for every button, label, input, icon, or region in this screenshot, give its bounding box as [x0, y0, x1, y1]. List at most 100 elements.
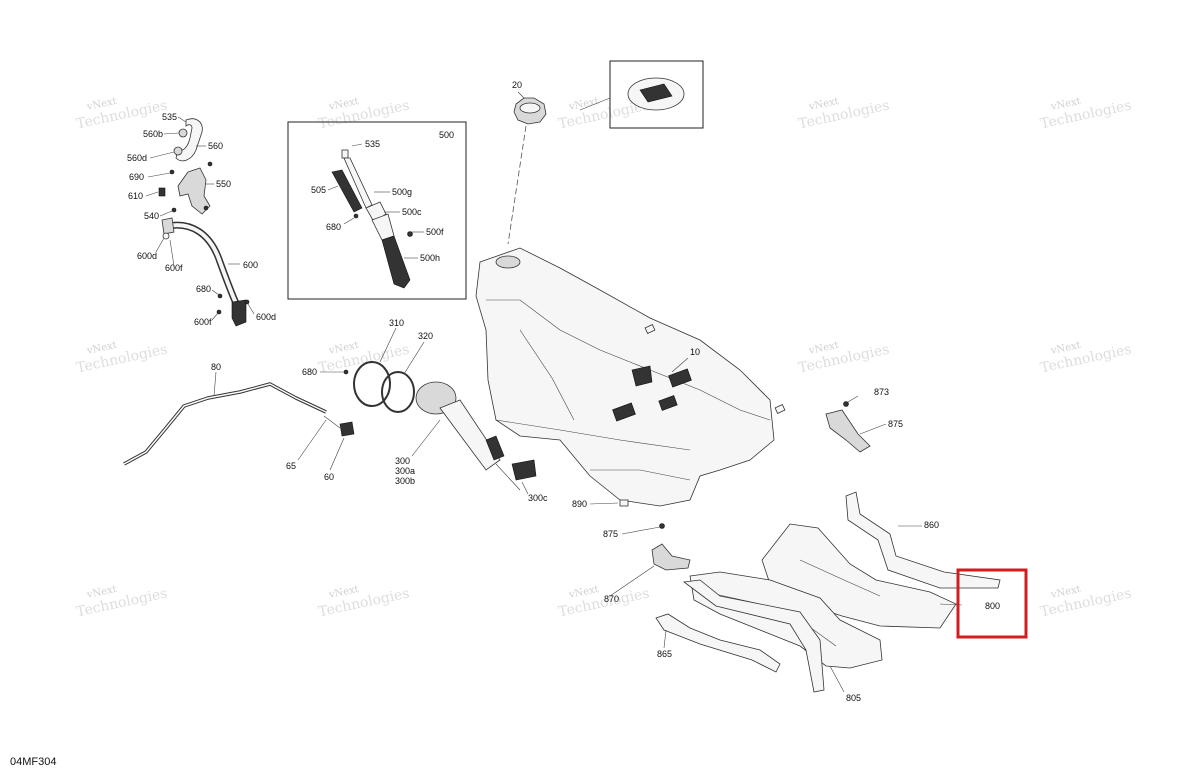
valve-filter-500h[interactable]: [381, 235, 411, 289]
filler-neck-assembly[interactable]: 535 560b 560 560d 690 550 610 540 600d 6…: [127, 112, 276, 327]
screw-680-c[interactable]: [343, 369, 349, 375]
watermark: vNext Technologies: [797, 340, 891, 377]
callout-535-b[interactable]: 535: [365, 139, 380, 149]
tank-contour-4: [519, 329, 575, 421]
callout-80[interactable]: 80: [211, 362, 221, 372]
callout-500f[interactable]: 500f: [426, 227, 444, 237]
leader-560b: [163, 132, 180, 135]
fuel-line-80[interactable]: [123, 382, 327, 466]
callout-600f-b[interactable]: 600f: [194, 317, 212, 327]
callout-300b[interactable]: 300b: [395, 476, 415, 486]
screw-top[interactable]: [207, 161, 213, 167]
sleeve-505[interactable]: [331, 169, 363, 213]
watermark: vNext Technologies: [75, 96, 169, 133]
cap-535[interactable]: [341, 149, 349, 159]
detail-box-500[interactable]: 500 535 505 500g 500c 680 500f 500h: [287, 121, 467, 300]
fuel-line-assembly[interactable]: 80 65 60: [123, 362, 355, 482]
hose-end-600d[interactable]: [161, 217, 175, 235]
screw-540[interactable]: [171, 207, 177, 213]
callout-805[interactable]: 805: [846, 693, 861, 703]
pump-body[interactable]: [439, 399, 501, 471]
callout-320[interactable]: 320: [418, 331, 433, 341]
callout-610[interactable]: 610: [128, 191, 143, 201]
callout-890[interactable]: 890: [572, 499, 587, 509]
gasket-320[interactable]: [381, 371, 415, 413]
callout-600d-b[interactable]: 600d: [256, 312, 276, 322]
callout-560d[interactable]: 560d: [127, 153, 147, 163]
screw-600d[interactable]: [244, 299, 250, 305]
clamp-600f[interactable]: [162, 232, 170, 240]
callout-500[interactable]: 500: [439, 130, 454, 140]
callout-600[interactable]: 600: [243, 260, 258, 270]
callout-550[interactable]: 550: [216, 179, 231, 189]
callout-680-c[interactable]: 680: [302, 367, 317, 377]
callout-500h[interactable]: 500h: [420, 253, 440, 263]
callout-500g[interactable]: 500g: [392, 187, 412, 197]
callout-800[interactable]: 800: [985, 601, 1000, 611]
callout-690[interactable]: 690: [129, 172, 144, 182]
callout-310[interactable]: 310: [389, 318, 404, 328]
screw-bottom[interactable]: [203, 205, 209, 211]
callout-60[interactable]: 60: [324, 472, 334, 482]
callout-535[interactable]: 535: [162, 112, 177, 122]
pad-890[interactable]: [619, 499, 629, 507]
bracket-550[interactable]: [177, 167, 211, 215]
strap-865[interactable]: [655, 613, 781, 673]
callout-560b[interactable]: 560b: [143, 129, 163, 139]
pump-float-300c[interactable]: [511, 459, 537, 481]
fuel-cap-assembly[interactable]: 20: [507, 60, 704, 245]
strap-870-band[interactable]: [682, 579, 825, 693]
leader-535-b: [351, 143, 363, 147]
left-strap-assembly[interactable]: 875 870 865: [603, 523, 825, 693]
callout-505[interactable]: 505: [311, 185, 326, 195]
callout-300a[interactable]: 300a: [395, 466, 415, 476]
callout-600d[interactable]: 600d: [137, 251, 157, 261]
leader-80: [213, 371, 217, 397]
leader-310: [379, 327, 397, 363]
fuel-cap-top: [519, 102, 541, 114]
fuel-tank-body[interactable]: [475, 247, 775, 507]
callout-65[interactable]: 65: [286, 461, 296, 471]
clip-500f[interactable]: [407, 231, 413, 237]
fuel-pump-assembly[interactable]: 310 320 680 300 300a 300b 300c: [302, 318, 548, 503]
leader-320: [403, 341, 425, 375]
strap-860-body[interactable]: [845, 491, 1001, 589]
callout-560[interactable]: 560: [208, 141, 223, 151]
clamp-560b[interactable]: [178, 128, 188, 138]
callout-875-b[interactable]: 875: [603, 529, 618, 539]
callout-300[interactable]: 300: [395, 456, 410, 466]
screw-690[interactable]: [169, 169, 175, 175]
callout-865[interactable]: 865: [657, 649, 672, 659]
screw-873[interactable]: [843, 401, 849, 407]
callout-870[interactable]: 870: [604, 594, 619, 604]
skid-plate-assembly[interactable]: 805: [689, 523, 963, 703]
callout-600f[interactable]: 600f: [165, 263, 183, 273]
screw-875-b[interactable]: [659, 523, 665, 529]
bracket-870[interactable]: [651, 543, 691, 571]
callout-300c[interactable]: 300c: [528, 493, 548, 503]
callout-680-b[interactable]: 680: [326, 222, 341, 232]
leader-600d: [155, 237, 165, 253]
callout-873[interactable]: 873: [874, 387, 889, 397]
callout-10[interactable]: 10: [690, 347, 700, 357]
fitting-60[interactable]: [339, 421, 355, 437]
callout-860[interactable]: 860: [924, 520, 939, 530]
right-bracket-assembly[interactable]: 873 875: [825, 387, 903, 453]
clamp-560d[interactable]: [173, 146, 183, 156]
tank-filler-neck[interactable]: [495, 255, 521, 269]
callout-20[interactable]: 20: [512, 80, 522, 90]
callout-500c[interactable]: 500c: [402, 207, 422, 217]
inset-leader: [579, 97, 611, 111]
highlight-800[interactable]: 800: [956, 568, 1028, 639]
seal-ring-310[interactable]: [353, 361, 391, 407]
fuel-tank-10[interactable]: 10 890: [475, 247, 786, 509]
screw-680-b[interactable]: [353, 213, 359, 219]
screw-65[interactable]: [323, 415, 341, 429]
callout-875[interactable]: 875: [888, 419, 903, 429]
grommet-610[interactable]: [158, 187, 166, 197]
bracket-875[interactable]: [825, 409, 871, 453]
callout-540[interactable]: 540: [144, 211, 159, 221]
callout-680[interactable]: 680: [196, 284, 211, 294]
strap-860[interactable]: 860: [845, 491, 1001, 589]
hose-outlet[interactable]: [231, 299, 247, 327]
